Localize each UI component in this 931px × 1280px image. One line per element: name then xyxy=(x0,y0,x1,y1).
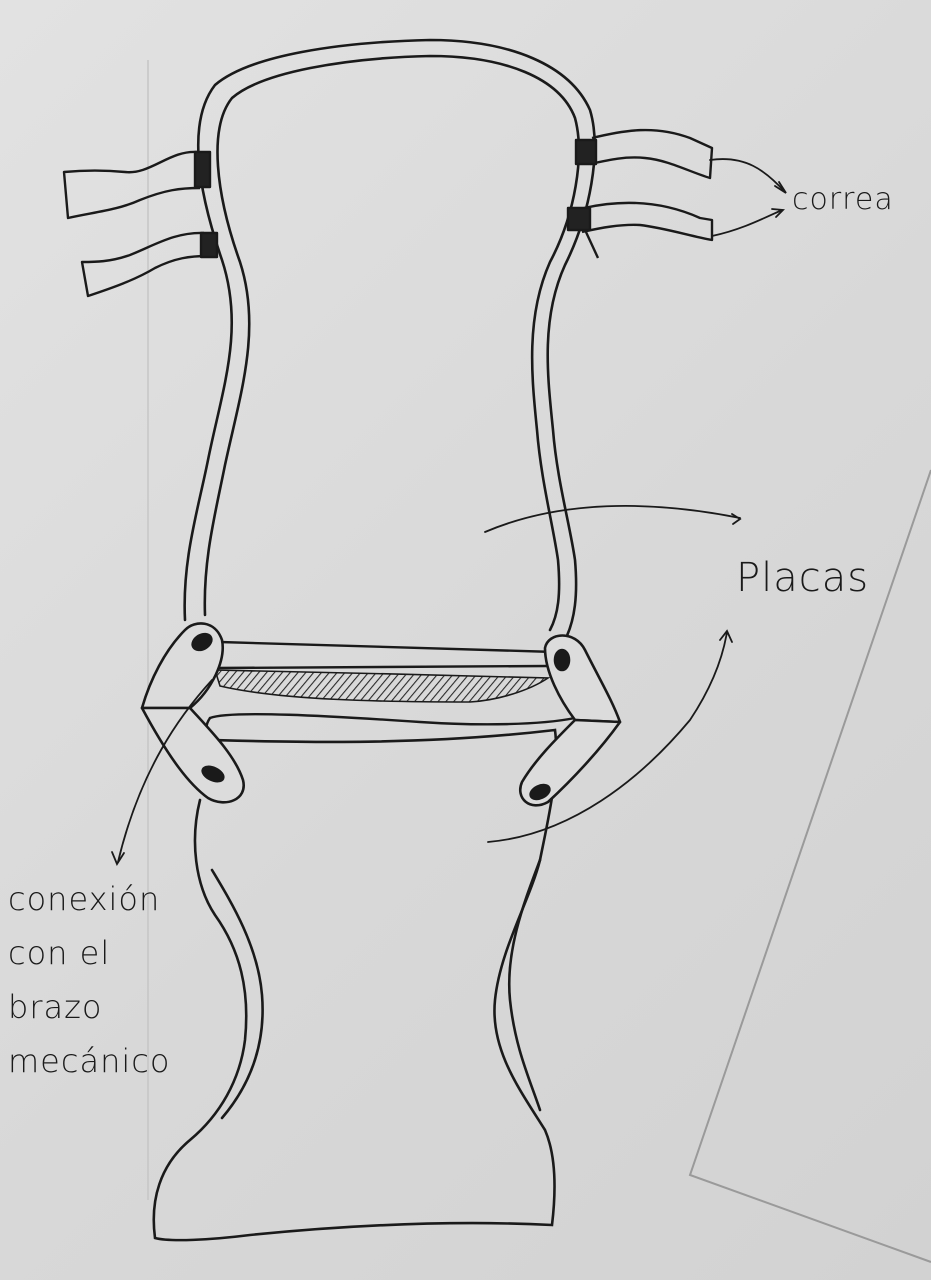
strap-right-lower xyxy=(568,203,712,258)
label-conexion-line-2: con el xyxy=(8,926,170,980)
upper-plate-inner xyxy=(205,56,579,630)
label-correa: correa xyxy=(792,182,894,217)
upper-plate xyxy=(185,40,595,640)
right-hinge xyxy=(520,636,620,806)
lower-plate-outer xyxy=(154,730,556,1240)
lower-plate xyxy=(154,730,556,1240)
waist-band xyxy=(206,642,575,740)
strap-left-lower xyxy=(82,233,217,296)
left-hinge xyxy=(142,623,244,802)
label-conexion-line-1: conexión xyxy=(8,872,170,926)
label-conexion: conexión con el brazo mecánico xyxy=(8,872,170,1088)
strap-left-upper xyxy=(64,152,210,218)
strap-right-upper xyxy=(576,130,712,178)
label-placas: Placas xyxy=(736,555,869,601)
label-conexion-line-4: mecánico xyxy=(8,1034,170,1088)
label-conexion-line-3: brazo xyxy=(8,980,170,1034)
hatched-strip xyxy=(215,670,548,702)
correa-arrows xyxy=(710,159,786,236)
lower-plate-inner xyxy=(212,870,263,1118)
